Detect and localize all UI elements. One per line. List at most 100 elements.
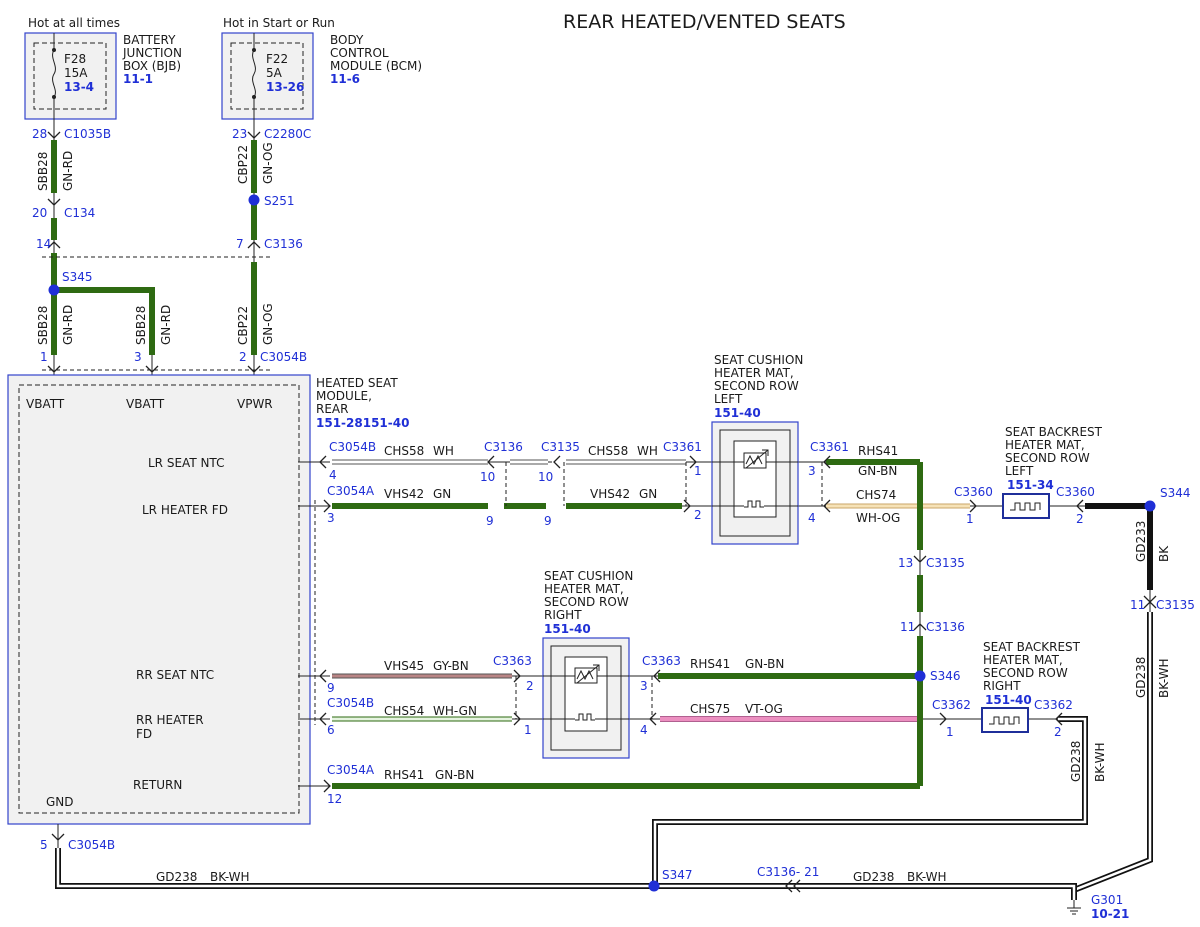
lr-fd-pin: 3 xyxy=(327,511,335,525)
s347-splice[interactable] xyxy=(648,880,660,892)
module-name-3: REAR xyxy=(316,402,348,416)
bjb-name-1: BATTERY xyxy=(123,33,176,47)
pin-rr-heater-1: RR HEATER xyxy=(136,713,204,727)
s344-label[interactable]: S344 xyxy=(1160,486,1191,500)
gd238-mid-color: BK-WH xyxy=(1093,742,1107,782)
bcm-hot-label: Hot in Start or Run xyxy=(223,16,335,30)
left-backrest-conn-a[interactable]: C3360 xyxy=(954,485,993,499)
c3054b-pin-1: 1 xyxy=(40,350,48,364)
gd233-color: BK xyxy=(1157,545,1171,562)
c3054b-pin-3: 3 xyxy=(134,350,142,364)
lr-fd-c3136-pin: 9 xyxy=(486,514,494,528)
bjb-fuse-amps: 15A xyxy=(64,66,88,80)
c3135-13-label[interactable]: C3135 xyxy=(926,556,965,570)
lr-ntc-pin: 4 xyxy=(329,468,337,482)
chs58-right-circuit: CHS58 xyxy=(588,444,628,458)
s251-splice[interactable] xyxy=(248,194,260,206)
vhs45-color: GY-BN xyxy=(433,659,469,673)
s346-label[interactable]: S346 xyxy=(930,669,961,683)
bcm-fuse-id: F22 xyxy=(266,52,288,66)
rr-ntc-pin: 9 xyxy=(327,681,335,695)
pin-lr-seat-ntc: LR SEAT NTC xyxy=(148,456,224,470)
module-name-2: MODULE, xyxy=(316,389,372,403)
pin-return: RETURN xyxy=(133,778,182,792)
chs54-circuit: CHS54 xyxy=(384,704,424,718)
sbb28-upper-color: GN-RD xyxy=(61,151,75,191)
pin-lr-heater-fd: LR HEATER FD xyxy=(142,503,228,517)
c3135-11-label[interactable]: C3135 xyxy=(1156,598,1195,612)
c3136-11-label[interactable]: C3136 xyxy=(926,620,965,634)
lr-ntc-c3136[interactable]: C3136 xyxy=(484,440,523,454)
c1035b-pin: 28 xyxy=(32,127,47,141)
bjb-fuse-ref[interactable]: 13-4 xyxy=(64,80,94,94)
bjb-name-3: BOX (BJB) xyxy=(123,59,181,73)
bcm-ref[interactable]: 11-6 xyxy=(330,72,360,86)
cbp22-upper-color: GN-OG xyxy=(261,142,275,184)
gd238-bottom-color: BK-WH xyxy=(907,870,947,884)
bcm-fuse-block: Hot in Start or Run F22 5A 13-26 BODY CO… xyxy=(221,16,422,120)
g301-label[interactable]: G301 xyxy=(1091,893,1123,907)
bjb-fuse-block: Hot at all times F28 15A 13-4 BATTERY JU… xyxy=(24,16,182,120)
left-backrest-conn-b[interactable]: C3360 xyxy=(1056,485,1095,499)
right-cushion-ref[interactable]: 151-40 xyxy=(544,622,591,636)
ret-conn[interactable]: C3054A xyxy=(327,763,375,777)
right-cushion-name-1: SEAT CUSHION xyxy=(544,569,633,583)
bcm-fuse-ref[interactable]: 13-26 xyxy=(266,80,304,94)
left-cushion-conn[interactable]: C3361 xyxy=(810,440,849,454)
right-backrest-ref[interactable]: 151-40 xyxy=(985,693,1032,707)
c3136-11-pin: 11 xyxy=(900,620,915,634)
rhs41-upper-circuit: RHS41 xyxy=(858,444,898,458)
left-backrest-ref[interactable]: 151-34 xyxy=(1007,478,1054,492)
c3054b-top-label[interactable]: C3054B xyxy=(260,350,307,364)
left-backrest-name-4: LEFT xyxy=(1005,464,1034,478)
lr-ntc-c3361[interactable]: C3361 xyxy=(663,440,702,454)
left-cushion-ref[interactable]: 151-40 xyxy=(714,406,761,420)
left-cushion-name-1: SEAT CUSHION xyxy=(714,353,803,367)
rr-fd-conn[interactable]: C3054B xyxy=(327,696,374,710)
c134-label[interactable]: C134 xyxy=(64,206,95,220)
pin-rr-heater-2: FD xyxy=(136,727,152,741)
c3136-21-label[interactable]: C3136- 21 xyxy=(757,865,819,879)
left-backrest-name-2: HEATER MAT, xyxy=(1005,438,1085,452)
heated-seat-module: VBATT VBATT VPWR LR SEAT NTC LR HEATER F… xyxy=(7,374,409,825)
c3136-label[interactable]: C3136 xyxy=(264,237,303,251)
s346-splice[interactable] xyxy=(914,670,926,682)
right-backrest-conn-b[interactable]: C3362 xyxy=(1034,698,1073,712)
feed-labels: 28 C1035B 23 C2280C SBB28 GN-RD CBP22 GN… xyxy=(32,127,311,364)
c3136-pin-14: 14 xyxy=(36,237,51,251)
gd238-right-circuit: GD238 xyxy=(1134,657,1148,698)
s345-label[interactable]: S345 xyxy=(62,270,93,284)
module-ref[interactable]: 151-28151-40 xyxy=(316,416,409,430)
right-cushion-conn[interactable]: C3363 xyxy=(642,654,681,668)
chs58-left-color: WH xyxy=(433,444,454,458)
c1035b-label[interactable]: C1035B xyxy=(64,127,111,141)
bjb-ref[interactable]: 11-1 xyxy=(123,72,153,86)
feed-wires xyxy=(42,119,270,375)
c134-pin: 20 xyxy=(32,206,47,220)
right-backrest-heater: SEAT BACKREST HEATER MAT, SECOND ROW RIG… xyxy=(981,640,1081,733)
s251-label[interactable]: S251 xyxy=(264,194,295,208)
gd238-left-color: BK-WH xyxy=(210,870,250,884)
lr-ntc-c3135[interactable]: C3135 xyxy=(541,440,580,454)
right-backrest-conn-a[interactable]: C3362 xyxy=(932,698,971,712)
right-backrest-pin-b: 2 xyxy=(1054,725,1062,739)
lr-ntc-c3136-pin: 10 xyxy=(480,470,495,484)
gd238-bottom-circuit: GD238 xyxy=(853,870,894,884)
lr-fd-conn[interactable]: C3054A xyxy=(327,484,375,498)
sbb28-branch-circuit: SBB28 xyxy=(134,306,148,345)
c3054b-gnd-label[interactable]: C3054B xyxy=(68,838,115,852)
s345-splice[interactable] xyxy=(48,284,60,296)
lr-ntc-c3361-pin: 1 xyxy=(694,464,702,478)
cbp22-lower-color: GN-OG xyxy=(261,303,275,345)
g301-ref[interactable]: 10-21 xyxy=(1091,907,1129,921)
lr-ntc-conn[interactable]: C3054B xyxy=(329,440,376,454)
bcm-name-2: CONTROL xyxy=(330,46,389,60)
left-backrest-pin-b: 2 xyxy=(1076,512,1084,526)
rr-fd-c3363-pin: 1 xyxy=(524,723,532,737)
c3135-11-pin: 11 xyxy=(1130,598,1145,612)
rr-ntc-c3363[interactable]: C3363 xyxy=(493,654,532,668)
s347-label[interactable]: S347 xyxy=(662,868,693,882)
c2280c-label[interactable]: C2280C xyxy=(264,127,311,141)
left-cushion-pin4: 4 xyxy=(808,511,816,525)
s344-splice[interactable] xyxy=(1144,500,1156,512)
